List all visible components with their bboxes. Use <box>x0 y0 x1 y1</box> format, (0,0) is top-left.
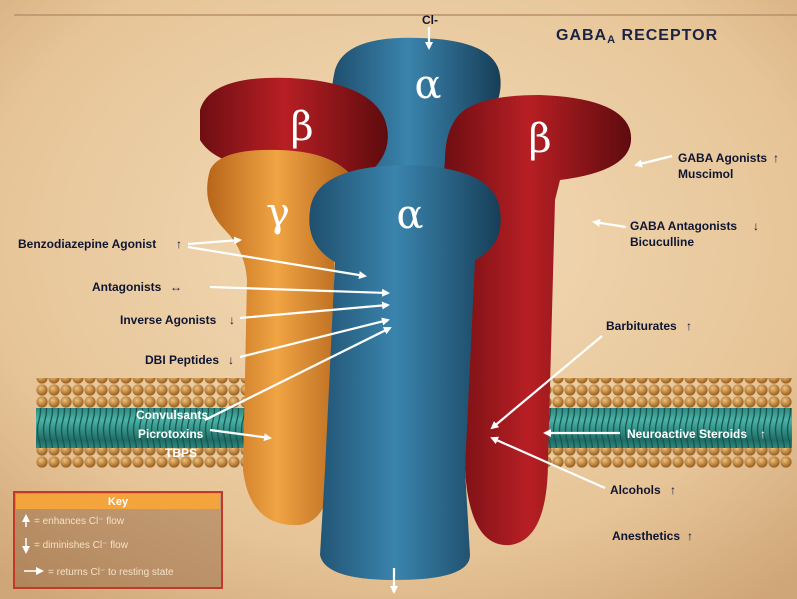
up-arrow-icon: ↑ <box>686 319 692 333</box>
up-arrow-icon: ↑ <box>760 427 766 441</box>
down-arrow-icon: ↓ <box>196 427 202 441</box>
membrane-right <box>520 378 792 468</box>
label-dbi-peptides: DBI Peptides <box>145 353 219 367</box>
beta-left-label: β <box>290 104 313 150</box>
label-gaba-antagonists: GABA Antagonists <box>630 219 737 233</box>
up-arrow-icon: ↑ <box>687 529 693 543</box>
label-alcohols: Alcohols <box>610 483 661 497</box>
beta-right-label: β <box>528 116 551 162</box>
key-returns: = returns Cl⁻ to resting state <box>48 567 174 578</box>
label-muscimol: Muscimol <box>678 167 733 181</box>
down-arrow-icon: ↓ <box>228 353 234 367</box>
label-picrotoxins: Picrotoxins <box>138 427 204 441</box>
bidirectional-arrow-icon: ↔ <box>170 280 182 294</box>
key-diminishes: = diminishes Cl⁻ flow <box>34 540 129 551</box>
title: GABAA RECEPTOR <box>556 27 718 46</box>
alpha-back-label: α <box>414 62 441 108</box>
label-benzodiazepine: Benzodiazepine Agonist <box>18 237 156 251</box>
legend-key: Key = enhances Cl⁻ flow = diminishes Cl⁻… <box>14 492 222 588</box>
gamma-label: γ <box>266 190 290 236</box>
label-anesthetics: Anesthetics <box>612 529 680 543</box>
label-tbps: TBPS <box>165 446 197 460</box>
key-enhances: = enhances Cl⁻ flow <box>34 516 125 527</box>
label-inverse-agonists: Inverse Agonists <box>120 313 217 327</box>
up-arrow-icon: ↑ <box>773 151 779 165</box>
chloride-ion-label: Cl- <box>422 13 438 27</box>
label-bicuculline: Bicuculline <box>630 235 694 249</box>
alpha-front-label: α <box>396 192 423 238</box>
label-convulsants: Convulsants <box>136 408 208 422</box>
label-neuroactive-steroids: Neuroactive Steroids <box>627 427 747 441</box>
label-barbiturates: Barbiturates <box>606 319 677 333</box>
up-arrow-icon: ↑ <box>670 483 676 497</box>
up-arrow-icon: ↑ <box>176 237 182 251</box>
down-arrow-icon: ↓ <box>229 313 235 327</box>
key-title: Key <box>108 496 129 508</box>
down-arrow-icon: ↓ <box>753 219 759 233</box>
label-antagonists: Antagonists <box>92 280 162 294</box>
label-gaba-agonists: GABA Agonists <box>678 151 767 165</box>
